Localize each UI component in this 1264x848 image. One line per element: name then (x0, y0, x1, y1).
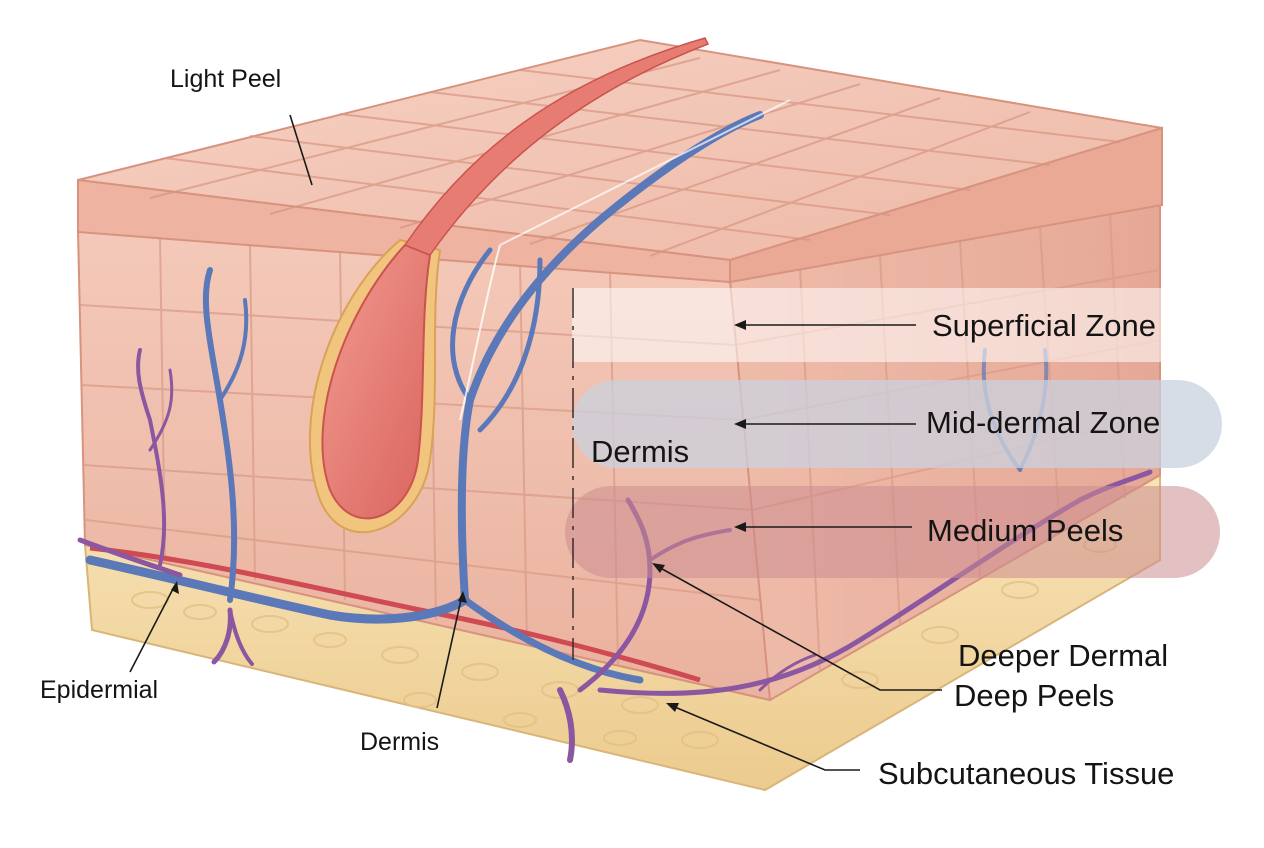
label-epidermial: Epidermial (40, 676, 158, 704)
label-dermis-bottom: Dermis (360, 728, 439, 756)
label-mid-dermal-zone: Mid-dermal Zone (926, 405, 1160, 440)
label-deep-peels: Deep Peels (954, 678, 1114, 713)
epidermis-edge-right (729, 126, 1163, 284)
hair-shaft (403, 37, 710, 256)
label-subcutaneous-tissue: Subcutaneous Tissue (878, 756, 1174, 791)
label-dermis-inner: Dermis (591, 434, 689, 469)
label-medium-peels: Medium Peels (927, 513, 1123, 548)
blue-veins (85, 111, 1049, 684)
leader-arrowheads (171, 320, 746, 712)
leader-lines (129, 114, 942, 771)
label-deeper-dermal: Deeper Dermal (958, 638, 1168, 673)
artery-line (89, 545, 701, 683)
medium-peels-band (565, 486, 1220, 578)
guide-line-top (499, 99, 791, 246)
guide-line (459, 244, 501, 421)
hair-follicle-bulb (321, 243, 432, 520)
label-superficial-zone: Superficial Zone (932, 308, 1156, 343)
label-light-peel: Light Peel (170, 65, 281, 93)
